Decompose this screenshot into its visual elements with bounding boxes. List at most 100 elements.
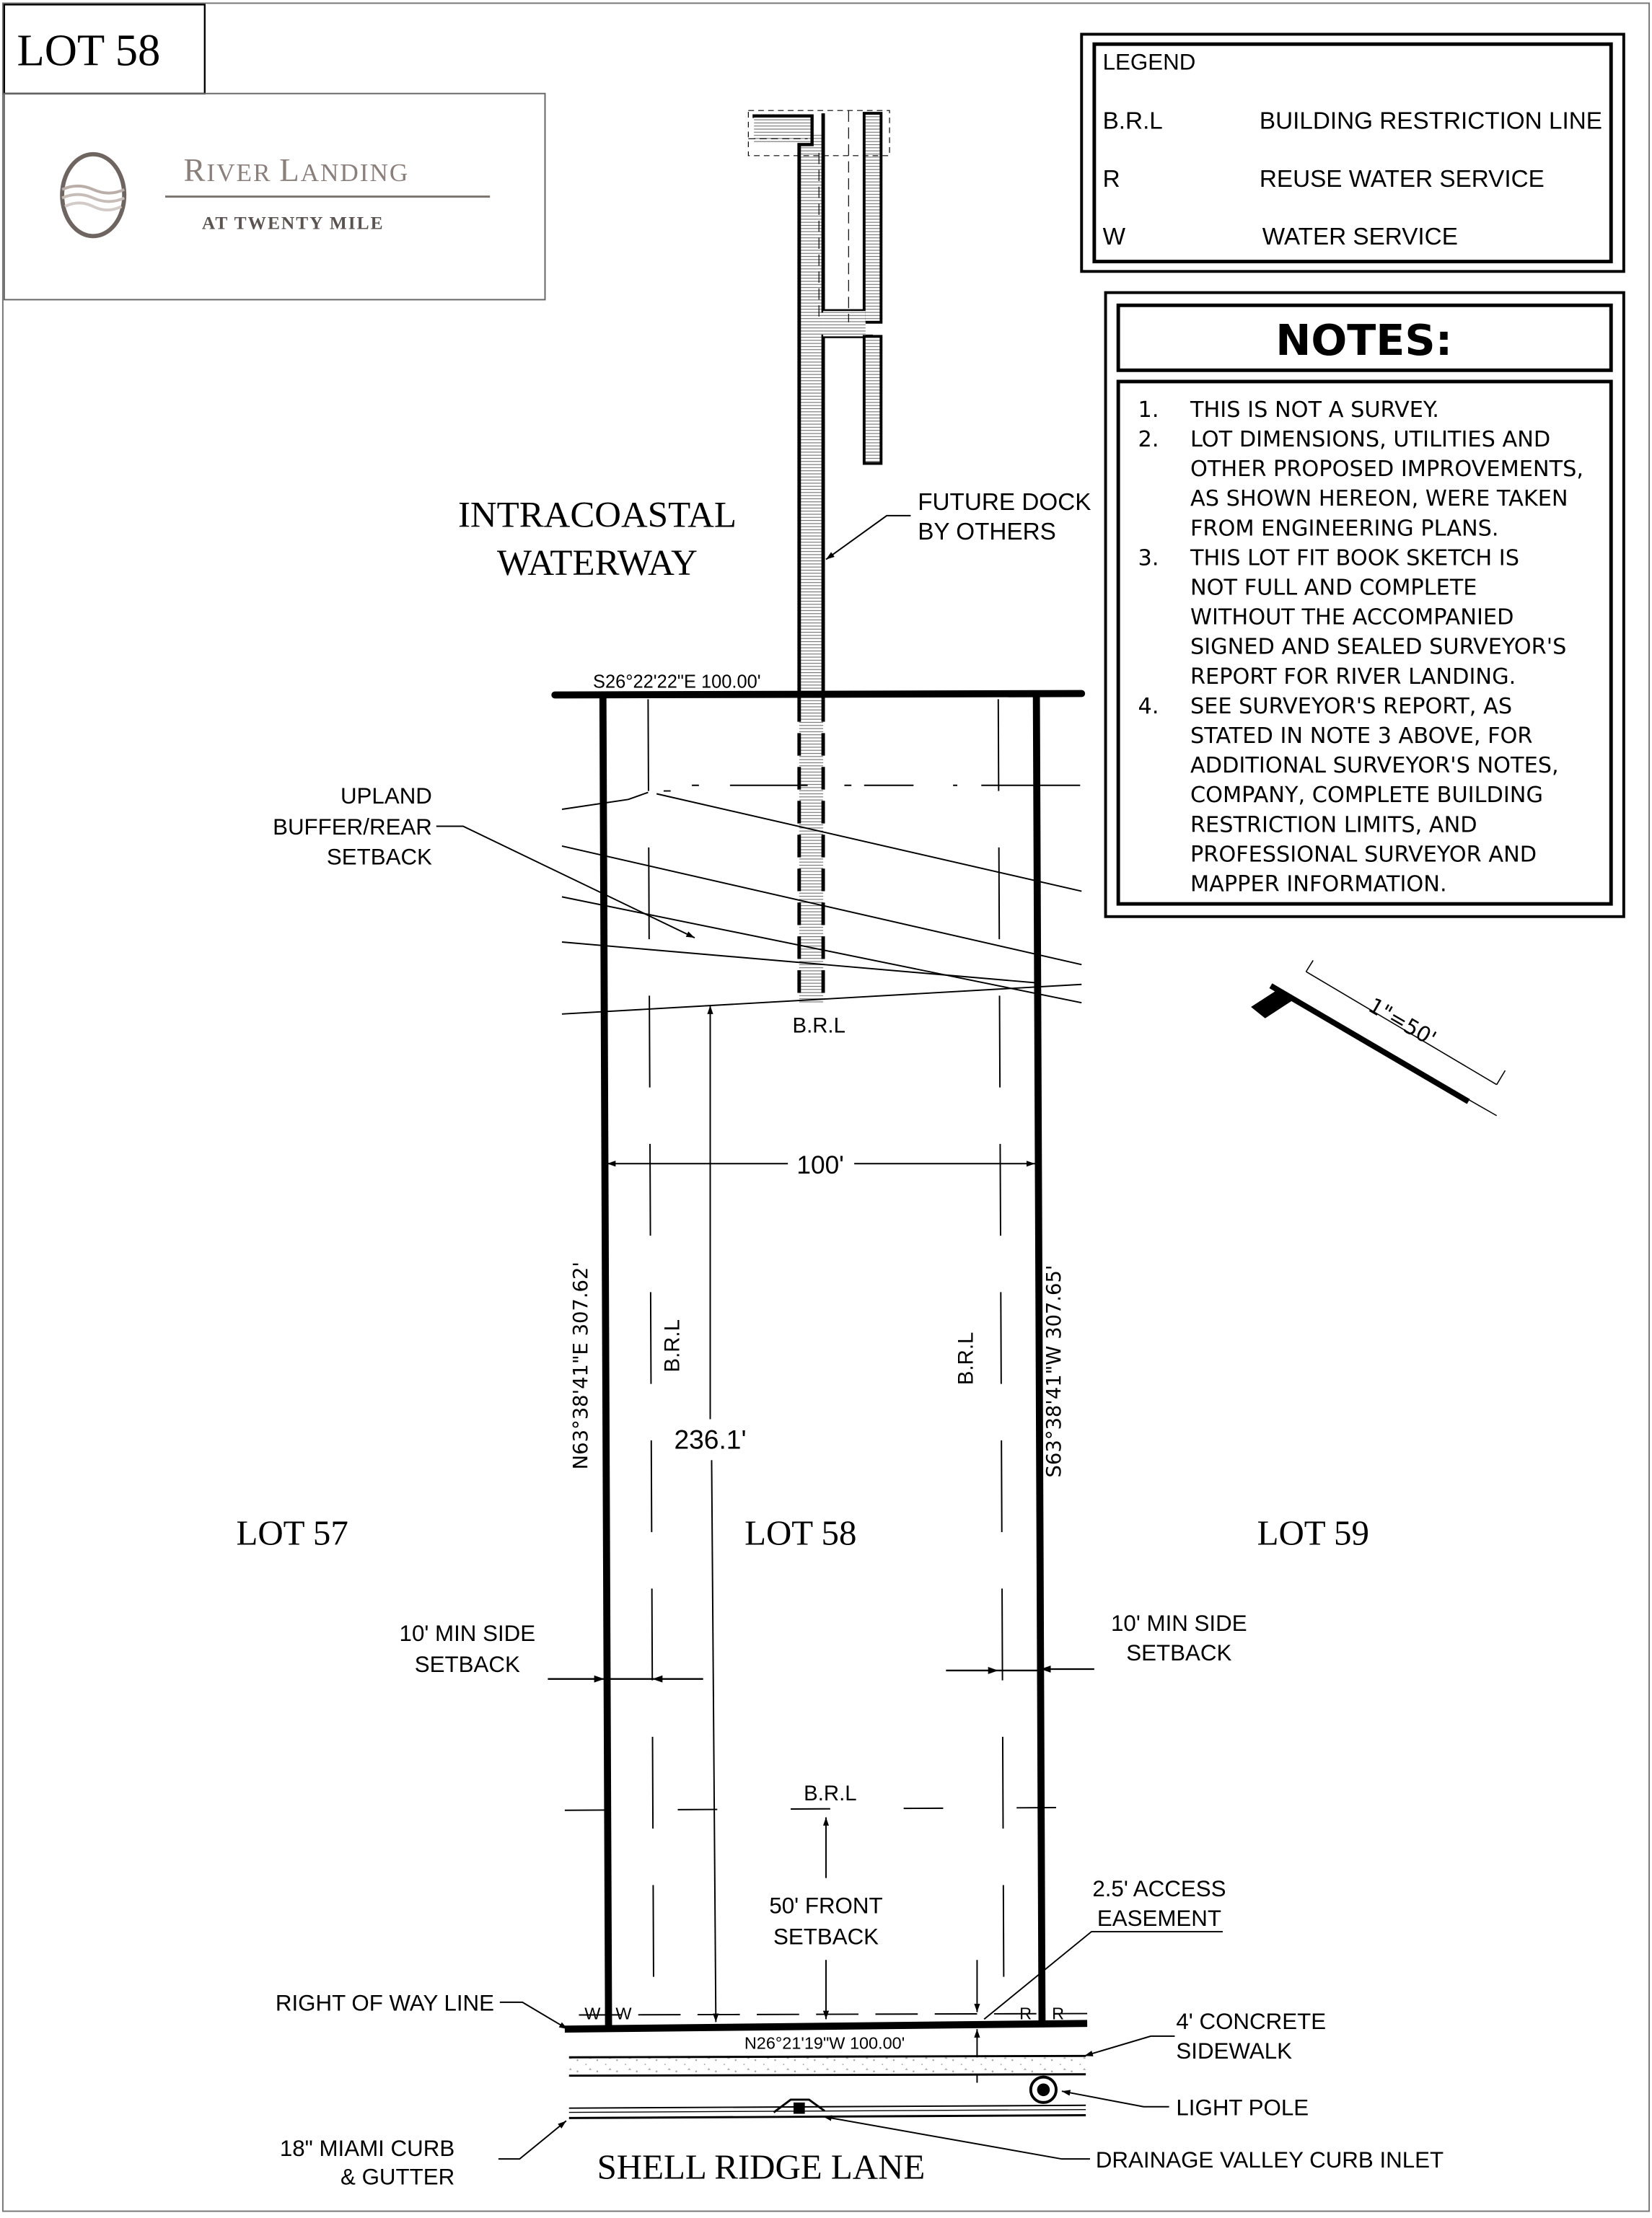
water-symbol: W xyxy=(615,2004,632,2023)
inlet-label: DRAINAGE VALLEY CURB INLET xyxy=(1096,2147,1444,2173)
note-line: LOT DIMENSIONS, UTILITIES AND xyxy=(1190,427,1550,452)
note-line: RESTRICTION LIMITS, AND xyxy=(1190,812,1477,837)
brl-label-left: B.R.L xyxy=(660,1319,684,1372)
logo-name: R xyxy=(183,152,206,188)
utility-line xyxy=(579,2012,1088,2016)
dock-leader xyxy=(825,514,911,560)
front-setback-line1: 50' FRONT xyxy=(769,1893,882,1919)
notes-title: NOTES: xyxy=(1275,316,1452,365)
light-pole-label: LIGHT POLE xyxy=(1176,2095,1309,2120)
side-setback-left-line2: SETBACK xyxy=(415,1652,520,1677)
notes-list: 1. THIS IS NOT A SURVEY. 2. LOT DIMENSIONS… xyxy=(1138,397,1583,897)
inlet-leader xyxy=(822,2115,1091,2160)
svg-text:1.: 1. xyxy=(1138,397,1159,423)
note-line: REPORT FOR RIVER LANDING. xyxy=(1190,664,1516,690)
legend-symbol-r: R xyxy=(1103,166,1120,193)
svg-text:4.: 4. xyxy=(1138,694,1159,719)
curb-gutter xyxy=(568,2098,1086,2119)
note-line: FROM ENGINEERING PLANS. xyxy=(1190,516,1499,541)
sidewalk-leader xyxy=(1084,2035,1175,2057)
side-setback-right-line2: SETBACK xyxy=(1126,1640,1231,1665)
upland-label-line2: BUFFER/REAR xyxy=(273,814,432,840)
note-line: WITHOUT THE ACCOMPANIED xyxy=(1190,605,1513,630)
lot-title: LOT 58 xyxy=(17,25,160,76)
legend-title: LEGEND xyxy=(1103,49,1196,74)
upland-label-line3: SETBACK xyxy=(327,844,432,869)
depth-dimension: 236.1' xyxy=(674,1425,746,1455)
right-bearing: S63°38'41"W 307.65' xyxy=(1043,1265,1066,1478)
scale-label: 1"=50' xyxy=(1364,993,1440,1052)
legend-meaning-r: REUSE WATER SERVICE xyxy=(1260,166,1545,193)
upland-leader xyxy=(436,825,695,939)
access-easement-line2: EASEMENT xyxy=(1097,1906,1221,1931)
legend-symbol-brl: B.R.L xyxy=(1103,108,1163,135)
note-line: COMPANY, COMPLETE BUILDING xyxy=(1190,783,1543,808)
upland-label-line1: UPLAND xyxy=(340,783,432,809)
brl-label-front: B.R.L xyxy=(804,1782,856,1805)
dock-label-line2: BY OTHERS xyxy=(918,519,1056,545)
depth-dim-bottom xyxy=(711,1460,719,2023)
lot-59-label: LOT 59 xyxy=(1257,1513,1369,1553)
note-line: SIGNED AND SEALED SURVEYOR'S xyxy=(1190,635,1566,660)
street-name: SHELL RIDGE LANE xyxy=(597,2147,926,2187)
light-pole-icon xyxy=(1029,2075,1058,2104)
future-dock xyxy=(747,110,890,1003)
waterway-label-line2: WATERWAY xyxy=(497,543,698,584)
note-line: AS SHOWN HEREON, WERE TAKEN xyxy=(1190,486,1568,511)
row-line-label: RIGHT OF WAY LINE xyxy=(276,1991,494,2016)
note-line: MAPPER INFORMATION. xyxy=(1190,872,1447,897)
front-setback-line2: SETBACK xyxy=(773,1924,879,1950)
brl-label-right: B.R.L xyxy=(954,1332,978,1385)
curb-label-line2: & GUTTER xyxy=(340,2164,454,2189)
side-setback-arrows xyxy=(548,1665,1094,1683)
dock-label-line1: FUTURE DOCK xyxy=(918,489,1091,516)
note-line: OTHER PROPOSED IMPROVEMENTS, xyxy=(1190,457,1583,482)
title-block: LOT 58 xyxy=(3,4,206,94)
waterway-label-line1: INTRACOASTAL xyxy=(458,496,737,536)
scale-bar-icon: 1"=50' xyxy=(1251,960,1506,1117)
legend-meaning-w: WATER SERVICE xyxy=(1262,224,1458,250)
legend-box: LEGEND B.R.L BUILDING RESTRICTION LINE R… xyxy=(1080,32,1625,273)
notes-box: NOTES: 1. THIS IS NOT A SURVEY. 2. LOT DIM… xyxy=(1104,291,1625,918)
curb-leader xyxy=(498,2120,567,2160)
note-line: NOT FULL AND COMPLETE xyxy=(1190,576,1477,601)
logo-subtitle: AT TWENTY MILE xyxy=(202,213,385,234)
note-line: THIS IS NOT A SURVEY. xyxy=(1190,397,1439,423)
front-bearing: N26°21'19"W 100.00' xyxy=(744,2033,905,2052)
lot-58-label: LOT 58 xyxy=(744,1513,856,1553)
concrete-sidewalk xyxy=(568,2054,1086,2077)
river-oval-logo-icon xyxy=(60,151,127,239)
legend-meaning-brl: BUILDING RESTRICTION LINE xyxy=(1260,108,1602,135)
side-setback-right-line1: 10' MIN SIDE xyxy=(1111,1611,1247,1636)
sidewalk-label-line1: 4' CONCRETE xyxy=(1176,2009,1326,2034)
rear-bearing: S26°22'22"E 100.00' xyxy=(593,672,761,692)
easement-leader xyxy=(983,1931,1223,2020)
reuse-symbol: R xyxy=(1052,2004,1064,2023)
svg-text:3.: 3. xyxy=(1138,545,1159,571)
note-line: STATED IN NOTE 3 ABOVE, FOR xyxy=(1190,723,1533,749)
light-pole-leader xyxy=(1061,2090,1169,2108)
sidewalk-label-line2: SIDEWALK xyxy=(1176,2038,1292,2064)
note-line: ADDITIONAL SURVEYOR'S NOTES, xyxy=(1190,753,1559,778)
note-line: THIS LOT FIT BOOK SKETCH IS xyxy=(1190,545,1519,571)
svg-text:2.: 2. xyxy=(1138,427,1159,452)
reuse-symbol: R xyxy=(1019,2004,1032,2023)
curb-inlet-icon xyxy=(793,2102,805,2114)
left-bearing: N63°38'41"E 307.62' xyxy=(570,1262,592,1469)
logo-block: RIVER LANDING AT TWENTY MILE xyxy=(3,92,546,301)
lot-57-label: LOT 57 xyxy=(236,1513,348,1553)
row-leader xyxy=(499,2001,568,2030)
width-dimension: 100' xyxy=(796,1151,844,1179)
lot-boundary xyxy=(551,690,1088,2033)
side-setback-left-line1: 10' MIN SIDE xyxy=(400,1621,536,1646)
brl-lines xyxy=(561,699,1085,2020)
svg-text:RIVER LANDING: RIVER LANDING xyxy=(183,152,409,188)
water-symbol: W xyxy=(584,2004,601,2023)
curb-label-line1: 18" MIAMI CURB xyxy=(280,2136,454,2161)
note-line: PROFESSIONAL SURVEYOR AND xyxy=(1190,842,1537,867)
brl-label-rear: B.R.L xyxy=(793,1013,845,1037)
note-line: SEE SURVEYOR'S REPORT, AS xyxy=(1190,694,1512,719)
legend-symbol-w: W xyxy=(1103,224,1126,250)
